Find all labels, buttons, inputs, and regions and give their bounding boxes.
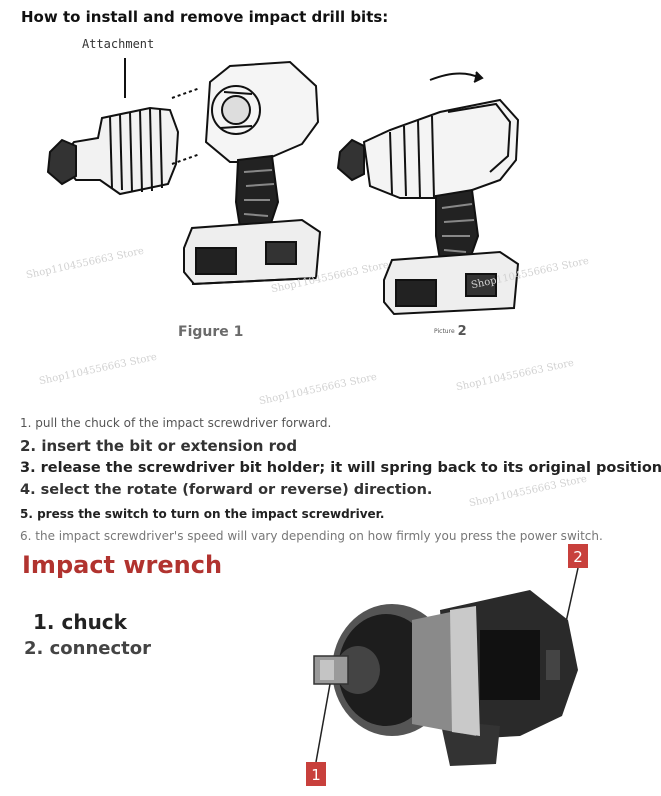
watermark: Shop1104556663 Store — [468, 473, 588, 510]
watermark: Shop1104556663 Store — [455, 357, 575, 394]
callout-2-box — [568, 544, 588, 568]
callout-1-box — [306, 762, 326, 786]
part-chuck: 1. chuck — [33, 610, 127, 634]
step-1: 1. pull the chuck of the impact screwdri… — [20, 416, 332, 430]
step-4: 4. select the rotate (forward or reverse… — [20, 482, 433, 498]
part-connector: 2. connector — [24, 638, 152, 659]
watermark: Shop1104556663 Store — [258, 371, 378, 408]
picture-number: 2 — [457, 324, 467, 339]
attachment-label: Attachment — [82, 37, 155, 51]
step-3: 3. release the screwdriver bit holder; i… — [20, 460, 661, 476]
drill-figure-2 — [336, 71, 520, 316]
callout-1-label: 1 — [311, 766, 321, 784]
impact-wrench-heading: Impact wrench — [22, 551, 223, 579]
step-5: 5. press the switch to turn on the impac… — [20, 507, 385, 521]
callout-2-label: 2 — [573, 548, 583, 566]
step-6: 6. the impact screwdriver's speed will v… — [20, 529, 603, 543]
drill-figure-1 — [46, 58, 322, 286]
picture-small-label: Picture — [434, 328, 455, 335]
page-title: How to install and remove impact drill b… — [21, 8, 389, 26]
watermark: Shop1104556663 Store — [38, 351, 158, 388]
figure-1-caption: Figure 1 — [178, 324, 244, 340]
impact-wrench-image: 1 2 — [306, 544, 588, 786]
step-2: 2. insert the bit or extension rod — [20, 437, 298, 455]
